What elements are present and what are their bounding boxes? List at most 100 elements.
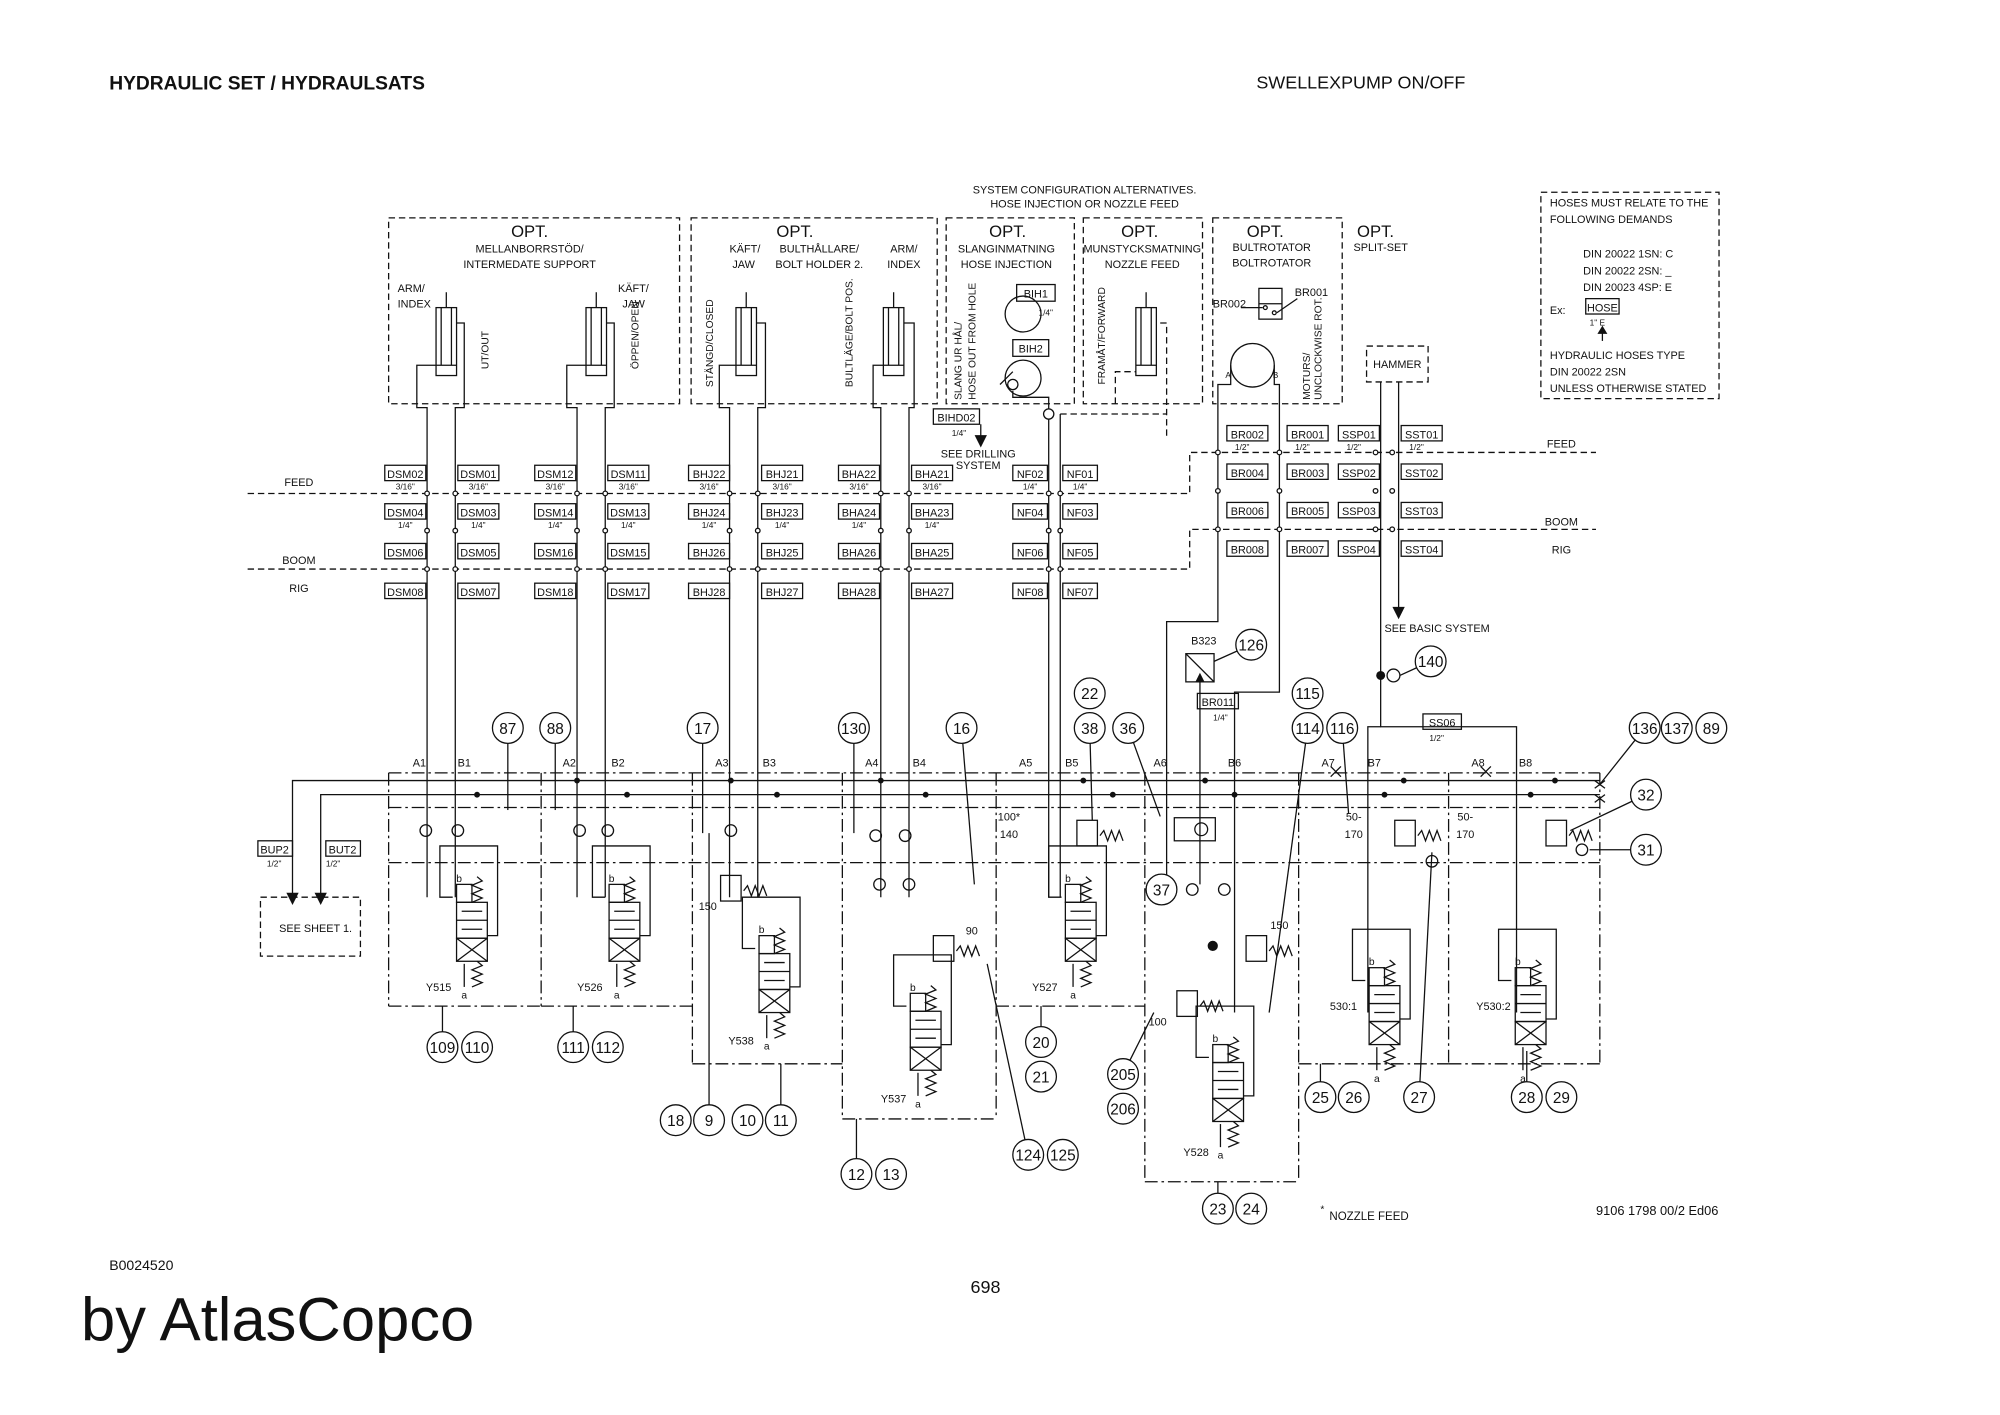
hose-label-text: DSM11 [611, 469, 646, 481]
crossover-icon [1514, 1020, 1547, 1046]
callout-circle [1510, 1081, 1543, 1114]
check-valve-icon [898, 829, 912, 843]
zone-label-feed: FEED [284, 477, 313, 489]
label: JAW [732, 259, 755, 271]
opt-label: OPT. [1247, 222, 1284, 241]
hose-label [457, 542, 500, 560]
callout-circle [491, 711, 524, 745]
valve-port-a: a [1374, 1074, 1380, 1085]
hose-label [932, 408, 981, 425]
hose-size: 3/16" [469, 482, 488, 492]
callout-number: 112 [596, 1040, 621, 1057]
opt-label: OPT. [1357, 222, 1394, 241]
junction-dot [1109, 791, 1116, 798]
coupling-dot [452, 527, 459, 534]
port-label: B5 [1065, 757, 1078, 769]
label: SEE DRILLING [941, 449, 1016, 461]
hose-label [1062, 464, 1099, 482]
label: 1/4" [1038, 307, 1053, 317]
hose-label [257, 840, 294, 857]
label: 1/4" [1213, 712, 1228, 722]
callout-circle [686, 711, 719, 745]
coupling-dot [1389, 449, 1396, 456]
hose-label [760, 542, 804, 560]
label: BULTROTATOR [1233, 242, 1311, 254]
pipe-line [1276, 298, 1298, 314]
hose-size: 1/4" [702, 520, 717, 530]
hose-size: 3/16" [699, 482, 718, 492]
label: 1/2" [1429, 733, 1444, 743]
callout-circle [837, 711, 870, 745]
config-note: SYSTEM CONFIGURATION ALTERNATIVES. [973, 185, 1197, 197]
hose-label [607, 503, 650, 520]
pipe [1351, 928, 1411, 1020]
flow-arrow-icon [1217, 1070, 1239, 1091]
label: NOZZLE FEED [1105, 259, 1180, 271]
circle [1271, 310, 1277, 316]
hose-size: 1/4" [1073, 482, 1088, 492]
option-group-box [1082, 217, 1204, 405]
hose-label [760, 464, 804, 482]
flow-arrow-icon [461, 910, 483, 930]
hose-label-text: DSM14 [537, 508, 573, 520]
hose-label-text: DSM01 [460, 469, 496, 481]
check-valve-icon [1386, 668, 1401, 683]
label: JAW [622, 299, 645, 311]
spring-icon [923, 1069, 938, 1097]
callout-circle [1291, 711, 1324, 745]
callout-circle [1012, 1138, 1045, 1171]
callout-number: 28 [1518, 1090, 1535, 1107]
hose-label [1337, 424, 1381, 442]
hose-label [1400, 424, 1443, 442]
callout-circle [1304, 1081, 1337, 1114]
spring-icon [955, 944, 981, 958]
label: UT/OUT [481, 330, 492, 369]
valve-port-b: b [1065, 874, 1071, 885]
hose-label-text: BR003 [1291, 468, 1324, 480]
hose-label [1286, 424, 1329, 442]
callout-circle [461, 1031, 494, 1064]
hose-requirements-box [1540, 191, 1720, 400]
label: FRAMÅT/FORWARD [1095, 287, 1108, 384]
hose-label-text: BHJ21 [766, 469, 799, 481]
junction-dot [474, 791, 481, 798]
hose-label-text: DSM16 [537, 547, 573, 559]
arrow-down-icon [1392, 606, 1405, 620]
hose-label-text: DSM04 [387, 508, 423, 520]
pipe [1165, 365, 1232, 885]
valve-port-a: a [1218, 1151, 1224, 1162]
callout-circle [1024, 1026, 1058, 1059]
spring-icon [1226, 1120, 1241, 1148]
coupling-dot [602, 527, 609, 534]
port-label: B2 [611, 757, 624, 769]
hose-label [1196, 692, 1240, 710]
hose-label-text: BR002 [1231, 429, 1264, 441]
junction-dot [1080, 777, 1087, 784]
hammer-box [1365, 345, 1429, 383]
hose-label [534, 582, 577, 600]
callout-circle [875, 1158, 908, 1191]
pipe [1497, 928, 1557, 1020]
coupling-dot [452, 566, 459, 573]
hose-label-text: SSP04 [1342, 545, 1376, 557]
spring-icon [622, 960, 637, 988]
label: ÖPPEN/OPEN [630, 301, 642, 369]
page-number: 698 [971, 1277, 1001, 1297]
spring-icon [1568, 828, 1593, 843]
callout-number: 88 [547, 721, 564, 738]
callout-number: 125 [1050, 1148, 1076, 1165]
crossover-icon [455, 937, 488, 962]
callout-circle [1403, 1081, 1436, 1114]
coupling-dot [1389, 526, 1396, 533]
callout-circle [659, 1104, 692, 1137]
callout-number: 109 [430, 1040, 456, 1057]
valve-label: Y527 [1032, 982, 1057, 994]
hose-size: 1/4" [621, 520, 636, 530]
hose-example-box [1585, 297, 1620, 315]
hose-label-text: BUP2 [260, 845, 288, 857]
check-valve-icon [724, 824, 738, 837]
see-sheet-label: SEE SHEET 1. [279, 923, 352, 935]
label: UNCLOCKWISE ROT. [1314, 297, 1325, 400]
document-number: 9106 1798 00/2 Ed06 [1596, 1203, 1718, 1218]
opt-label: OPT. [776, 222, 813, 241]
